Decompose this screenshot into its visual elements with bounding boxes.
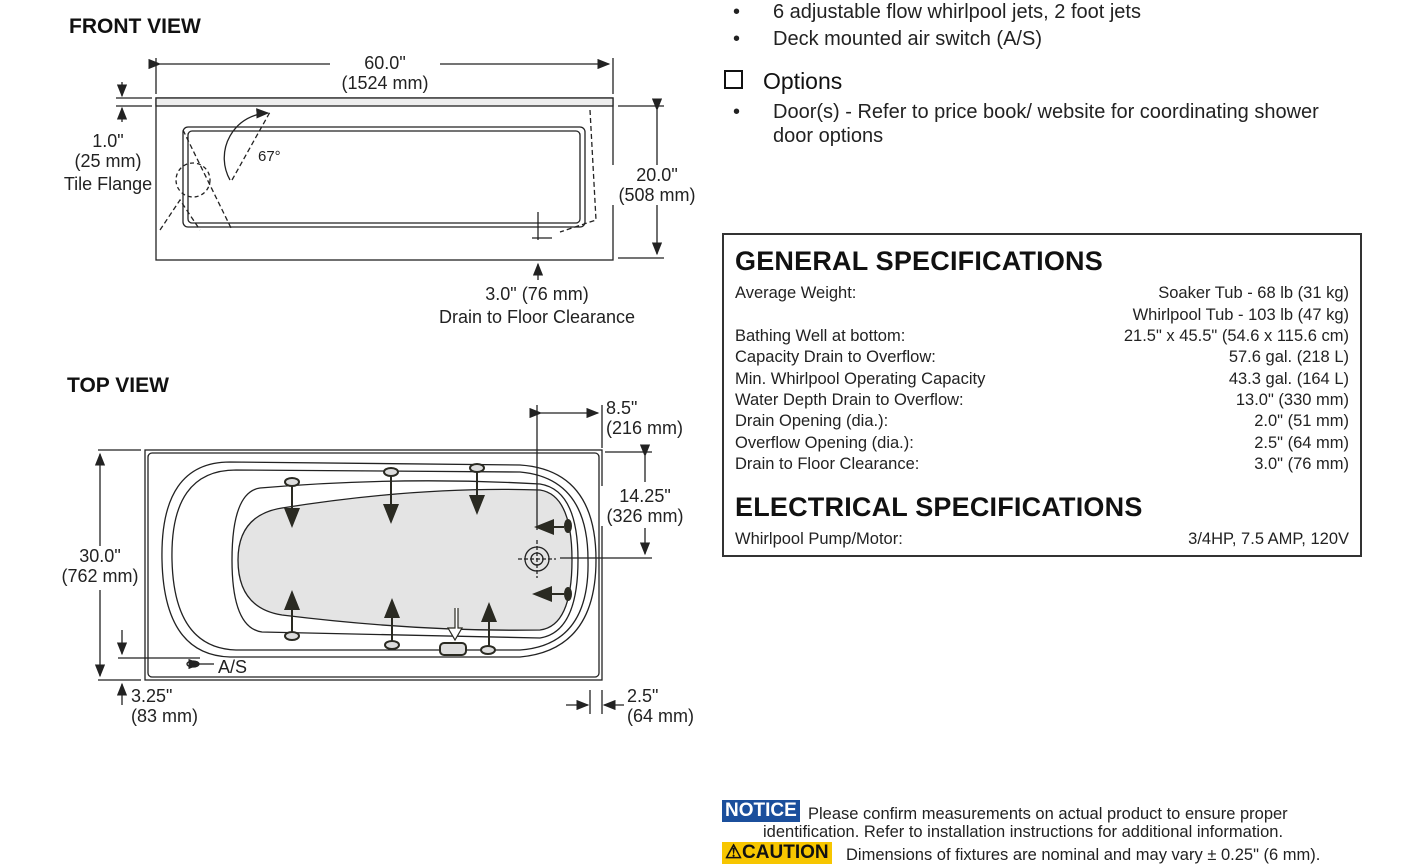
spec-row: Drain to Floor Clearance:3.0" (76 mm) (735, 455, 1349, 473)
caution-badge: ⚠CAUTION (722, 842, 832, 864)
spec-row: Whirlpool Pump/Motor:3/4HP, 7.5 AMP, 120… (735, 530, 1349, 548)
spec-row: Average Weight:Soaker Tub - 68 lb (31 kg… (735, 284, 1349, 302)
drain-offset-dim: 8.5"(216 mm) (606, 398, 684, 438)
feature-item: •Deck mounted air switch (A/S) (733, 28, 1042, 50)
checkbox-icon (724, 70, 743, 89)
top-view-title: TOP VIEW (67, 374, 169, 397)
options-title: Options (763, 68, 843, 94)
general-spec-title: GENERAL SPECIFICATIONS (735, 246, 1103, 276)
tile-flange-dim: 1.0"(25 mm)Tile Flange (63, 131, 153, 194)
feature-item: •6 adjustable flow whirlpool jets, 2 foo… (733, 1, 1141, 23)
spec-row: Bathing Well at bottom:21.5" x 45.5" (54… (735, 327, 1349, 345)
electrical-spec-title: ELECTRICAL SPECIFICATIONS (735, 492, 1143, 522)
spec-row: Overflow Opening (dia.):2.5" (64 mm) (735, 434, 1349, 452)
left-offset-dim: 3.25"(83 mm) (131, 686, 198, 726)
option-item: •Door(s) - Refer to price book/ website … (733, 101, 1319, 147)
front-view-title: FRONT VIEW (69, 15, 201, 38)
front-height-dim: 20.0"(508 mm) (612, 165, 702, 205)
notice-text: Please confirm measurements on actual pr… (808, 805, 1288, 823)
specifications-box: GENERAL SPECIFICATIONS Average Weight:So… (722, 233, 1362, 557)
angle-label: 67° (258, 148, 281, 165)
spec-row: Capacity Drain to Overflow:57.6 gal. (21… (735, 348, 1349, 366)
front-width-dim: 60.0"(1524 mm) (330, 53, 440, 93)
spec-row: Drain Opening (dia.):2.0" (51 mm) (735, 412, 1349, 430)
notice-badge: NOTICE (722, 800, 800, 822)
notice-text-2: identification. Refer to installation in… (763, 823, 1284, 841)
jets (284, 463, 572, 656)
drain-clearance-dim: 3.0" (76 mm)Drain to Floor Clearance (438, 284, 636, 327)
right-offset-dim: 2.5"(64 mm) (627, 686, 694, 726)
warning-icon: ⚠ (725, 842, 743, 863)
drain-center-dim: 14.25"(326 mm) (600, 486, 690, 526)
top-view-drawing (94, 405, 652, 714)
air-switch-label: A/S (218, 657, 248, 677)
spec-row: Water Depth Drain to Overflow:13.0" (330… (735, 391, 1349, 409)
caution-text: Dimensions of fixtures are nominal and m… (846, 846, 1321, 864)
depth-dim: 30.0"(762 mm) (56, 546, 144, 586)
